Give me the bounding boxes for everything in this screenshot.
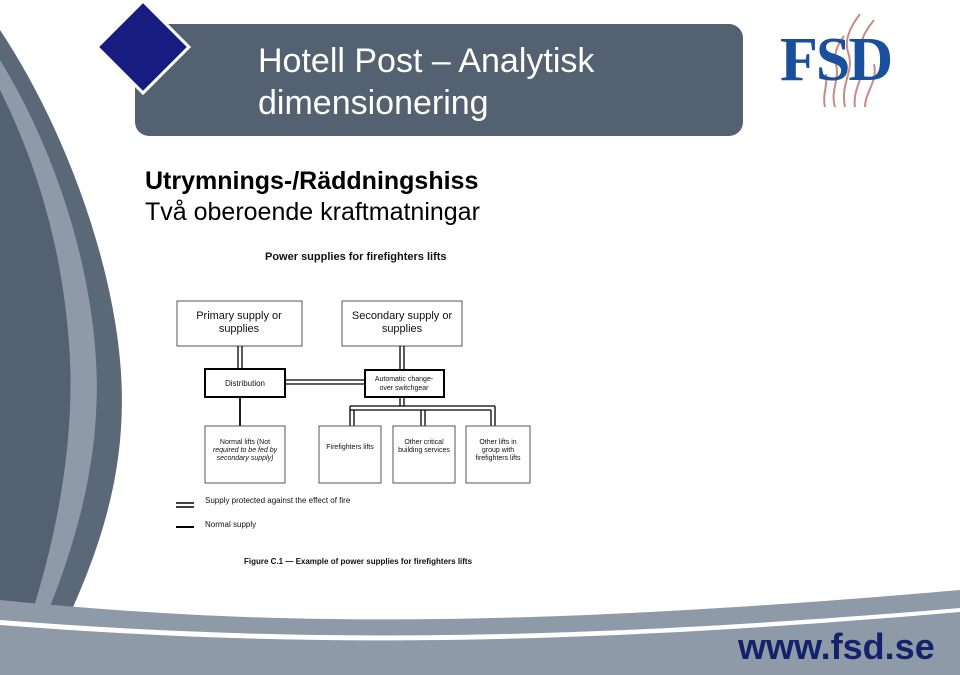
switchgear-label-1: Automatic change- bbox=[375, 376, 434, 383]
secondary-supply-label-1: Secondary supply or bbox=[352, 310, 453, 322]
switchgear-box bbox=[364, 369, 445, 398]
bottom-band-light bbox=[0, 590, 960, 675]
secondary-supply-box bbox=[341, 300, 463, 347]
firefighters-lifts-label: Firefighters lifts bbox=[326, 444, 374, 451]
other-lifts-label-2: group with bbox=[482, 447, 514, 454]
other-critical-label-1: Other critical bbox=[404, 439, 444, 446]
slide-title: Hotell Post – Analytisk dimensionering bbox=[258, 42, 595, 122]
fsd-logo bbox=[823, 13, 876, 108]
primary-supply-label-2: supplies bbox=[219, 323, 260, 335]
normal-lifts-label-3: secondary supply) bbox=[217, 455, 274, 462]
switchgear-label-2: over switchgear bbox=[379, 385, 429, 392]
normal-lifts-label-2: required to be fed by bbox=[213, 447, 278, 454]
normal-lifts-box bbox=[204, 425, 286, 484]
firefighters-lifts-box bbox=[318, 425, 382, 484]
footer-url[interactable]: www.fsd.se bbox=[738, 626, 935, 667]
legend-normal-label: Normal supply bbox=[205, 520, 256, 529]
normal-lifts-label-1: Normal lifts (Not bbox=[220, 439, 270, 446]
other-critical-label-2: building services bbox=[398, 447, 450, 454]
distribution-label: Distribution bbox=[225, 379, 265, 388]
power-supply-diagram: Power supplies for firefighters lifts Pr… bbox=[176, 251, 531, 566]
other-lifts-box bbox=[465, 425, 531, 484]
other-critical-box bbox=[392, 425, 456, 484]
primary-supply-box bbox=[176, 300, 303, 347]
slide-heading: Utrymnings-/Räddningshiss bbox=[145, 167, 479, 195]
slide-subheading: Två oberoende kraftmatningar bbox=[145, 198, 480, 226]
figure-caption: Figure C.1 — Example of power supplies f… bbox=[244, 557, 473, 566]
left-band-inner bbox=[0, 90, 71, 675]
other-lifts-label-3: firefighters lifts bbox=[475, 455, 521, 462]
distribution-box bbox=[204, 368, 286, 398]
secondary-supply-label-2: supplies bbox=[382, 323, 423, 335]
logo-text: FSD bbox=[780, 26, 893, 94]
diagram-title: Power supplies for firefighters lifts bbox=[265, 251, 447, 263]
legend-protected-label: Supply protected against the effect of f… bbox=[205, 496, 351, 505]
title-box bbox=[135, 24, 743, 136]
bottom-band-white bbox=[0, 608, 960, 641]
other-lifts-label-1: Other lifts in bbox=[479, 439, 516, 446]
primary-supply-label-1: Primary supply or bbox=[196, 310, 282, 322]
